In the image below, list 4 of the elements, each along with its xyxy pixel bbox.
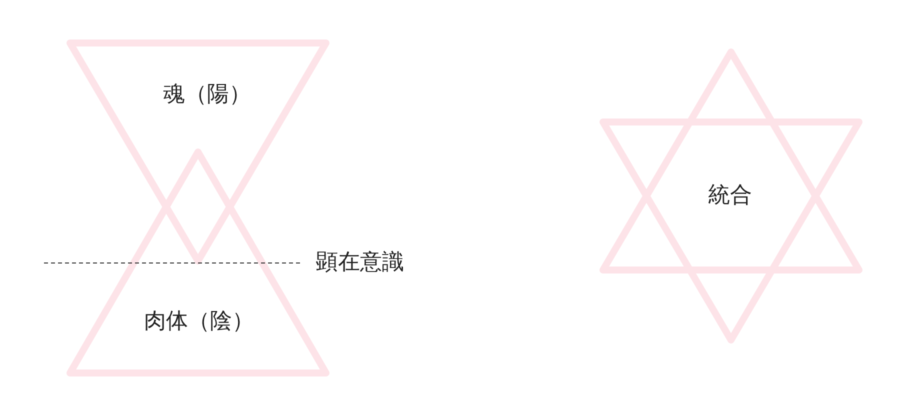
shape-label: 肉体（陰） [144,311,254,333]
shape-label: 統合 [708,185,752,207]
shape-label: 魂（陽） [163,84,251,106]
boundary-label: 顕在意識 [316,252,404,274]
